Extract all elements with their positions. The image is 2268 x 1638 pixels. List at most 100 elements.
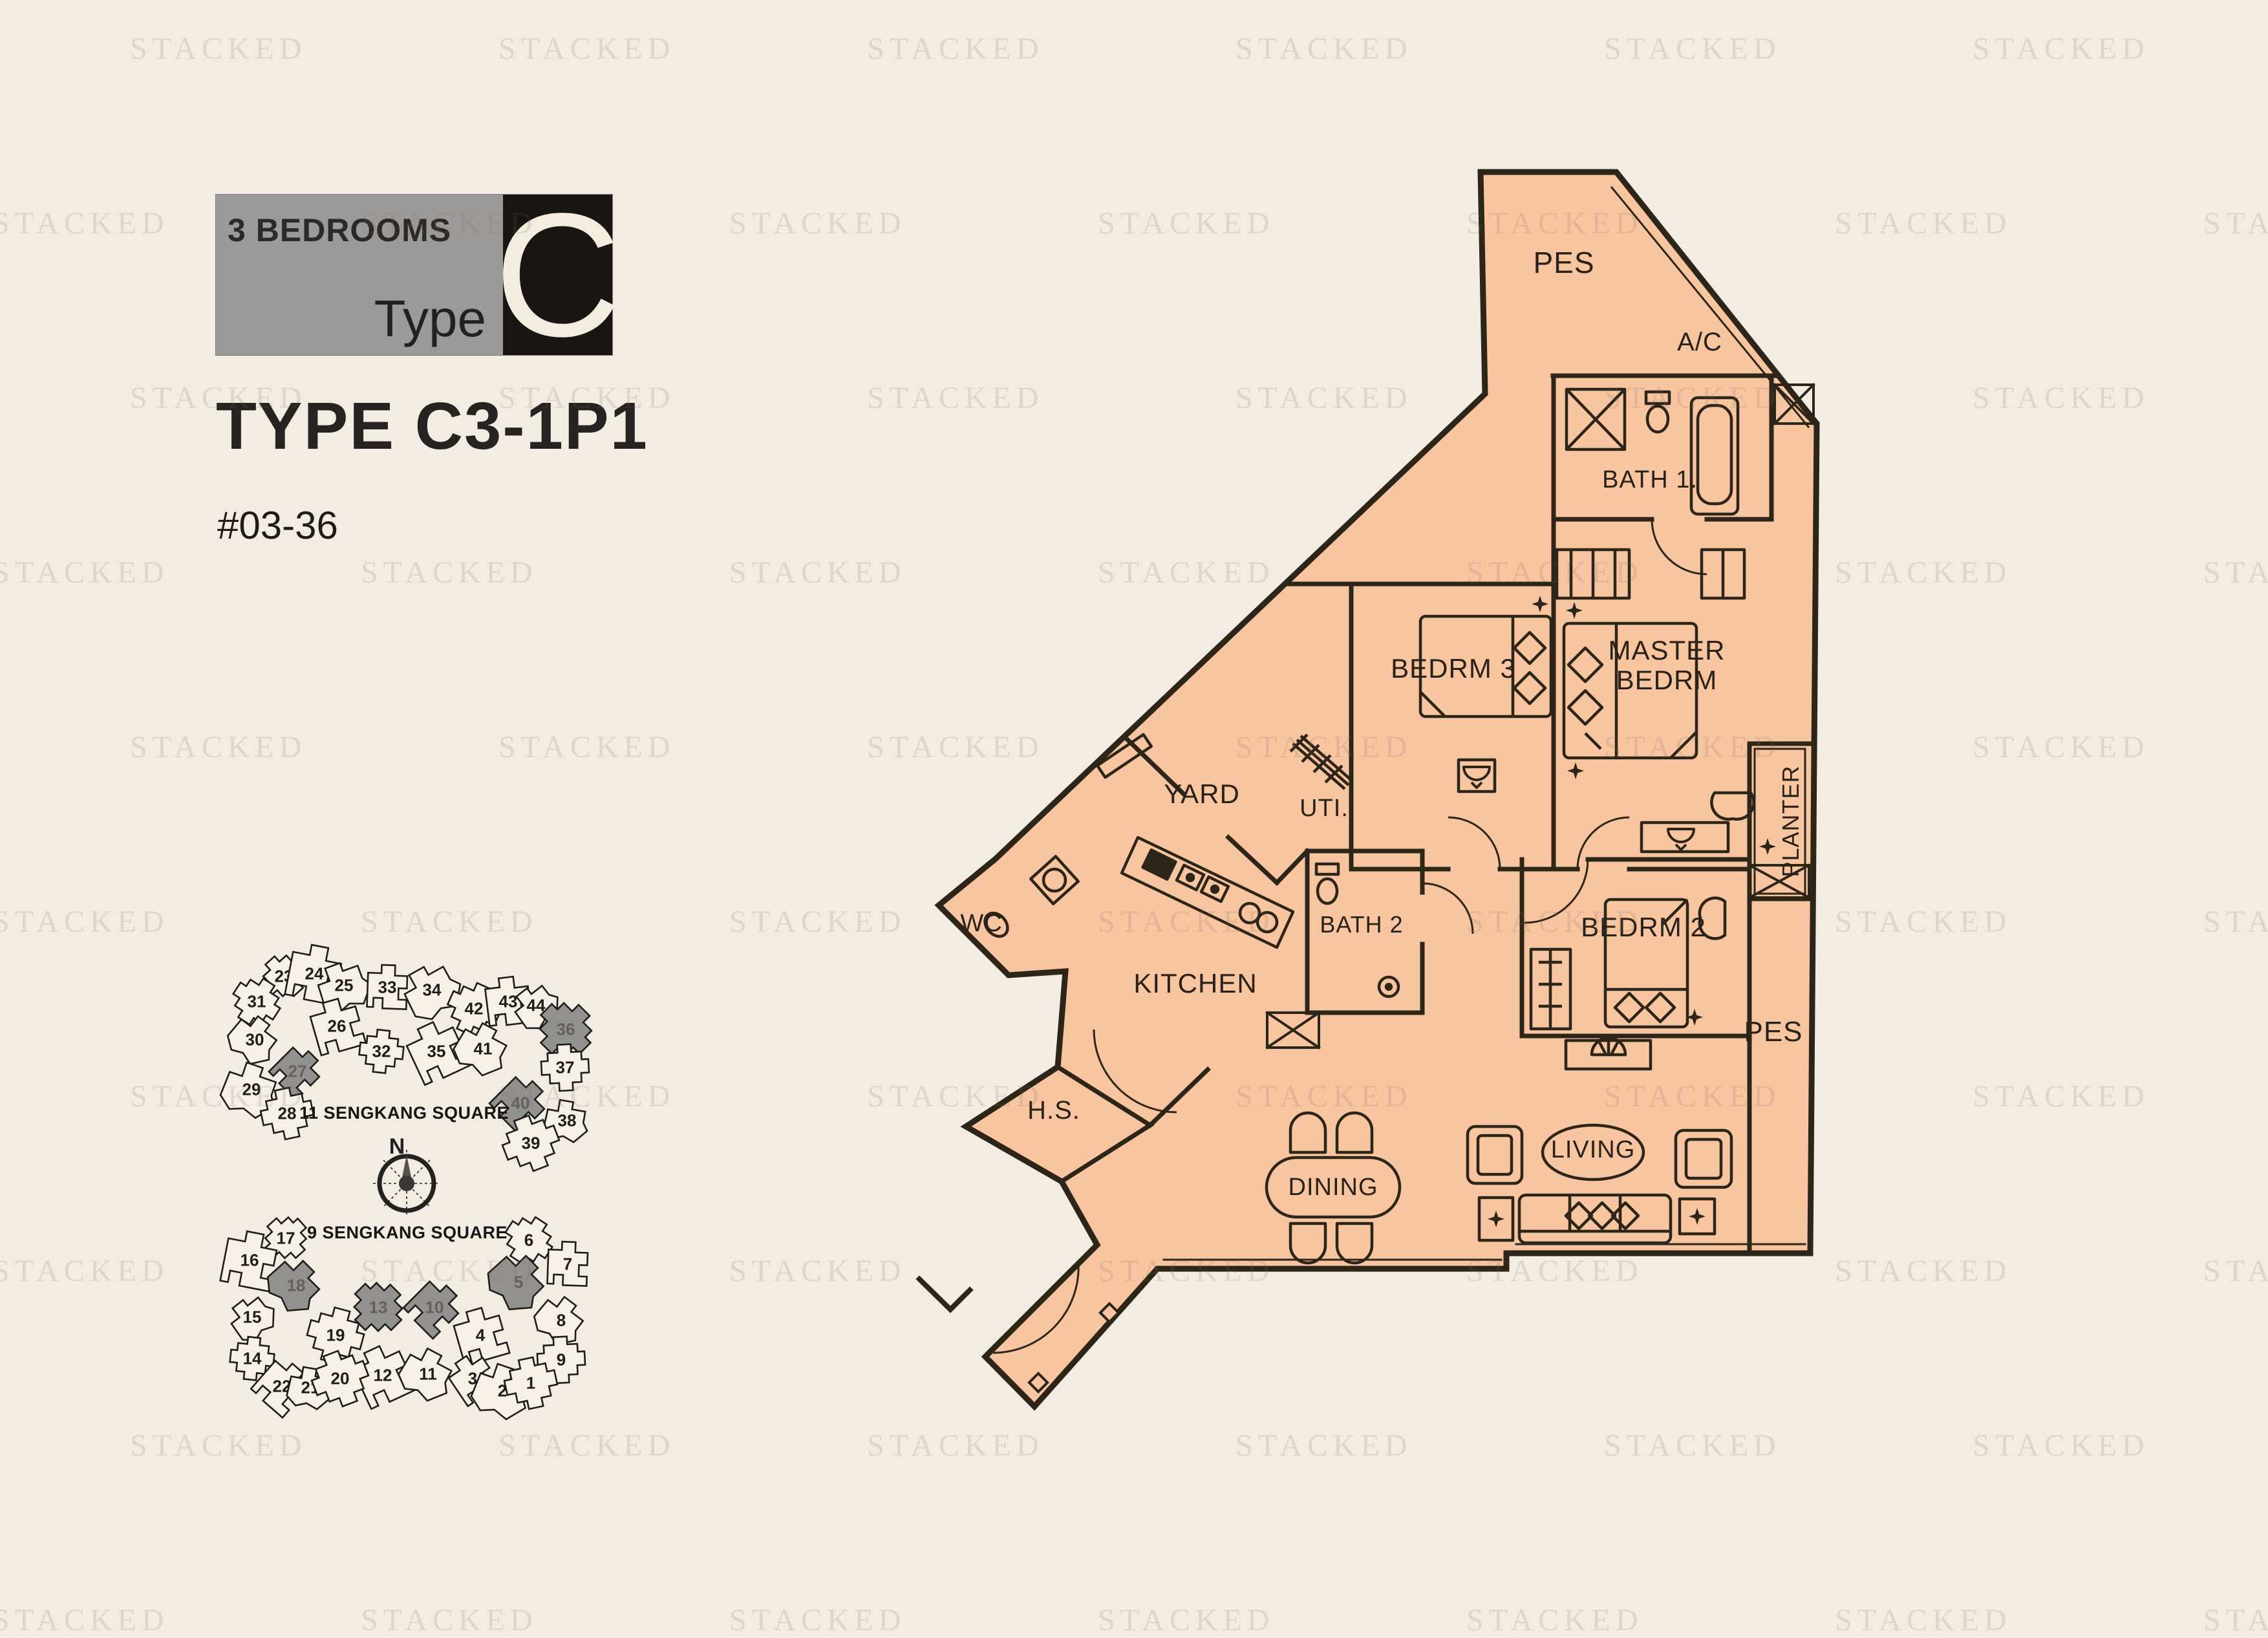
bed-icon	[1603, 898, 1689, 1029]
site-block-number: 8	[557, 1310, 566, 1330]
site-block-1: 1	[503, 1356, 559, 1410]
kitchen-counter-icon	[1120, 835, 1295, 949]
room-label-master: MASTER	[1608, 635, 1725, 665]
chair-icon	[1289, 1111, 1374, 1265]
site-block-number: 33	[378, 977, 397, 997]
site-block-26: 26	[309, 997, 367, 1057]
site-block-5: 5	[487, 1255, 545, 1311]
master-bed-icon	[1562, 621, 1698, 760]
watermark-text: STACKED	[729, 905, 906, 939]
toilet-icon	[1314, 862, 1340, 905]
shower-icon	[1565, 387, 1627, 451]
watermark-text: STACKED	[130, 32, 307, 66]
site-block-22: 22	[250, 1359, 308, 1419]
site-block-40: 40	[488, 1075, 546, 1136]
type-word: Type	[374, 290, 486, 347]
wardrobe-icon	[1529, 947, 1572, 1031]
site-block-number: 29	[242, 1079, 261, 1099]
watermark-text: STACKED	[1973, 381, 2150, 415]
site-block-number: 10	[425, 1297, 444, 1317]
room-label-bedrm: BEDRM	[1616, 665, 1718, 695]
site-block-41: 41	[453, 1022, 508, 1077]
site-block-33: 33	[366, 964, 409, 1010]
site-block-number: 38	[558, 1110, 577, 1130]
living-label-ellipse	[1541, 1123, 1645, 1181]
watermark-text: STACKED	[1973, 32, 2150, 66]
basin-round-icon	[1377, 975, 1400, 998]
site-block-32: 32	[358, 1028, 405, 1074]
room-label-a-c: A/C	[1677, 328, 1722, 356]
watermark-text: STACKED	[1236, 32, 1413, 66]
compass: N	[373, 1134, 440, 1217]
room-label-living: LIVING	[1551, 1136, 1636, 1163]
type-letter: C	[494, 177, 621, 373]
site-block-7: 7	[546, 1240, 589, 1287]
wardrobe-icon	[1555, 548, 1631, 600]
watermark-text: STACKED	[729, 1254, 906, 1288]
armchair-icon	[1466, 1125, 1524, 1185]
site-block-20: 20	[310, 1350, 370, 1408]
watermark-text: STACKED	[0, 1254, 169, 1288]
room-label-wc: WC	[960, 910, 1002, 937]
site-block-16: 16	[219, 1230, 278, 1293]
bed-icon	[1418, 614, 1553, 718]
site-block-number: 43	[499, 991, 518, 1011]
watermark-text: STACKED	[1973, 730, 2150, 764]
type-badge: 3 BEDROOMS Type C	[216, 187, 621, 363]
site-block-number: 13	[369, 1297, 388, 1317]
side-table-icon	[1477, 1196, 1515, 1242]
site-block-10: 10	[402, 1280, 460, 1341]
unit-outline	[934, 169, 1820, 1411]
site-block-number: 17	[277, 1228, 295, 1247]
site-block-number: 19	[326, 1325, 345, 1344]
room-label-bedrm-2: BEDRM 2	[1581, 912, 1706, 942]
site-block-number: 7	[563, 1254, 572, 1273]
type-badge-gray: 3 BEDROOMS Type	[216, 195, 503, 355]
room-label-bath-2: BATH 2	[1320, 911, 1403, 938]
site-block-number: 12	[374, 1365, 392, 1385]
watermark-text: STACKED	[2203, 1254, 2268, 1288]
site-block-17: 17	[264, 1216, 308, 1260]
room-label-dining: DINING	[1289, 1174, 1378, 1201]
washer-icon	[1029, 855, 1080, 905]
site-block-number: 1	[526, 1373, 535, 1392]
watermark-text: STACKED	[1098, 1603, 1275, 1637]
site-block-29: 29	[219, 1061, 277, 1119]
toilet-icon	[1644, 390, 1671, 434]
watermark-text: STACKED	[1604, 32, 1781, 66]
room-label-h-s-: H.S.	[1027, 1096, 1080, 1125]
site-block-number: 6	[524, 1230, 533, 1249]
watermark-text: STACKED	[2203, 1603, 2268, 1637]
site-block-number: 11	[419, 1364, 437, 1383]
site-block-number: 39	[522, 1133, 540, 1152]
furniture	[983, 387, 1755, 1265]
site-block-number: 42	[465, 998, 484, 1018]
site-block-14: 14	[229, 1335, 275, 1381]
site-block-number: 32	[372, 1041, 391, 1061]
type-badge-black: C	[494, 187, 621, 363]
shelf-icon	[1289, 733, 1354, 790]
room-label-kitchen: KITCHEN	[1133, 968, 1257, 998]
watermark-text: STACKED	[2203, 206, 2268, 241]
site-block-37: 37	[540, 1043, 590, 1092]
site-block-8: 8	[533, 1295, 584, 1346]
room-label-bedrm-3: BEDRM 3	[1391, 653, 1516, 684]
site-block-number: 41	[474, 1039, 493, 1058]
site-block-28: 28	[259, 1086, 315, 1141]
toilet-icon	[1710, 791, 1755, 821]
watermark-text: STACKED	[1973, 1079, 2150, 1114]
site-block-number: 15	[243, 1307, 262, 1326]
site-block-30: 30	[226, 1015, 278, 1065]
dresser-icon	[1564, 1036, 1653, 1071]
watermark-text: STACKED	[498, 32, 676, 66]
room-label-planter: PLANTER	[1777, 765, 1804, 877]
site-block-number: 3	[468, 1368, 477, 1388]
armchair-icon	[1674, 1128, 1733, 1189]
site-block-35: 35	[405, 1020, 472, 1086]
watermark-text: STACKED	[361, 1603, 538, 1637]
